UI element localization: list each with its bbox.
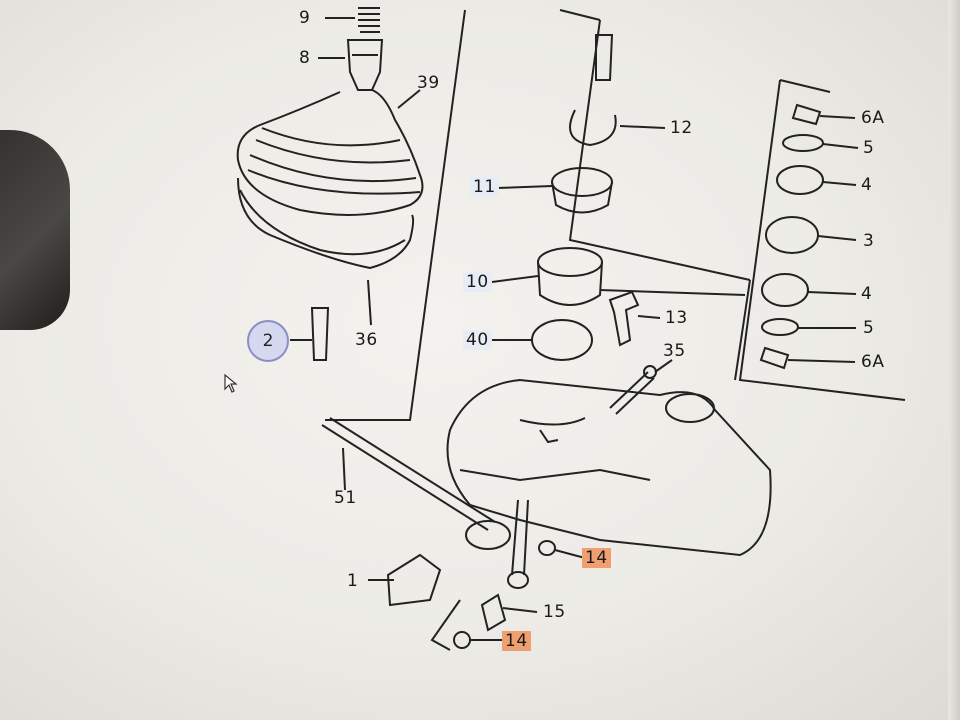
bolt-part-35 [609,371,655,415]
washer-part-5-bottom [761,318,799,336]
part-1 [386,553,442,607]
label-5-top: 5 [863,138,875,158]
part-13 [608,290,640,347]
label-1: 1 [347,571,359,591]
label-36: 36 [355,330,378,350]
label-5-bottom: 5 [863,318,875,338]
nut-part-14b [453,631,471,649]
screen-bezel [948,0,960,720]
frame-line-bottom [430,599,461,651]
label-11: 11 [470,177,499,197]
label-40: 40 [463,330,492,350]
label-6a-top: 6A [861,108,885,128]
washer-part-5-top [782,134,824,152]
sleeve-part-6a-bottom [759,346,790,370]
pin-part-2 [310,307,330,361]
label-2-circled: 2 [247,320,289,362]
shift-rod-51 [321,417,496,531]
label-9: 9 [299,8,311,28]
label-14-highlighted-b: 14 [502,631,531,651]
label-4-bottom: 4 [861,284,873,304]
gear-part-4-bottom [761,273,809,307]
bushing-part-15 [480,593,507,632]
shifter-housing [446,378,772,557]
insert-part-8 [346,39,384,91]
label-51: 51 [334,488,357,508]
label-8: 8 [299,48,311,68]
o-ring-part-40 [531,319,593,361]
label-4-top: 4 [861,175,873,195]
frame-line-right [738,79,906,401]
gear-part-4-top [776,165,824,195]
label-35: 35 [663,341,686,361]
label-39: 39 [417,73,440,93]
ring-part-11 [551,167,613,197]
gear-boot-39 [236,89,424,216]
monitor-stand [0,130,70,330]
label-10: 10 [463,272,492,292]
frame-line-top [568,19,751,281]
sleeve-part-6a-top [791,103,822,126]
clip-part-12 [569,109,617,147]
boot-frame-36 [237,177,415,270]
bushing-part-3 [765,216,819,254]
label-12: 12 [670,118,693,138]
nut-part-14a [538,540,556,556]
label-15: 15 [543,602,566,622]
label-14-highlighted-a: 14 [582,548,611,568]
spring-part-9 [358,7,380,33]
link-rod [511,499,529,576]
label-6a-bottom: 6A [861,352,885,372]
label-3: 3 [863,231,875,251]
label-13: 13 [665,308,688,328]
mouse-pointer-icon [224,374,238,393]
frame-line-left [325,9,466,421]
bearing-part-10 [537,247,603,277]
